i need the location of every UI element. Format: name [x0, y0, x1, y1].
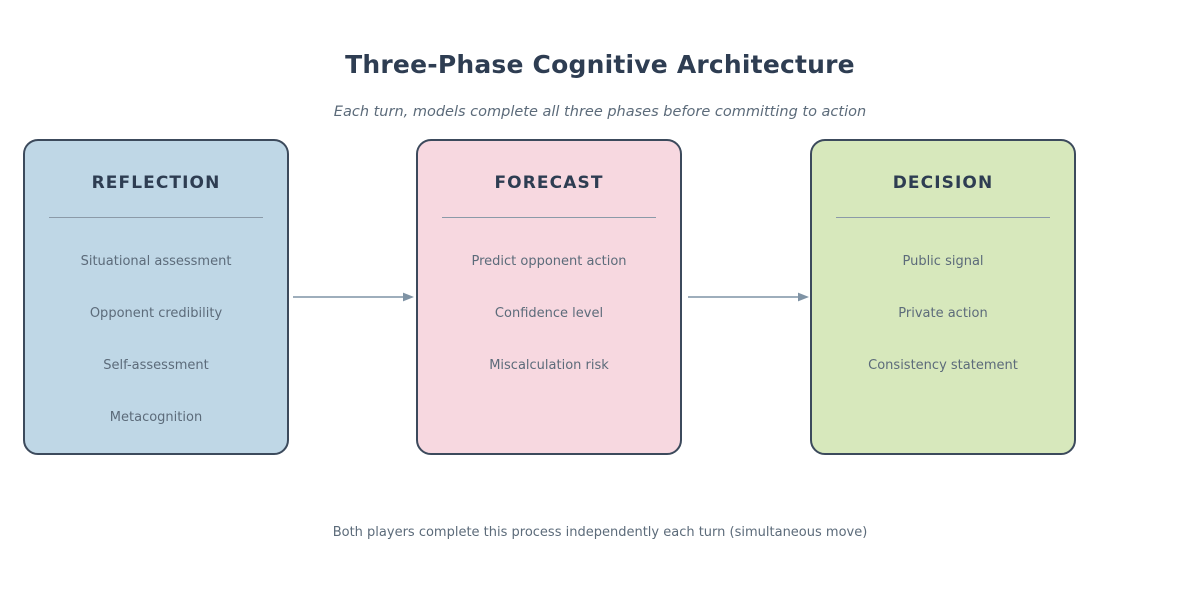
arrow-reflection-to-forecast: [293, 292, 414, 302]
phase-heading-forecast: FORECAST: [494, 173, 604, 193]
page-title: Three-Phase Cognitive Architecture: [345, 50, 855, 79]
arrow-forecast-to-decision: [688, 292, 809, 302]
phase-item-list: Predict opponent action Confidence level…: [418, 236, 680, 392]
phase-box-reflection: REFLECTION Situational assessment Oppone…: [23, 139, 289, 455]
phase-item: Opponent credibility: [89, 306, 223, 321]
phase-divider: [49, 217, 263, 218]
phase-item: Consistency statement: [868, 358, 1018, 373]
phase-item: Predict opponent action: [471, 254, 627, 269]
phase-item: Miscalculation risk: [489, 358, 609, 373]
phase-item: Confidence level: [494, 306, 604, 321]
phase-item: Situational assessment: [80, 254, 232, 269]
phase-item: Self-assessment: [103, 358, 209, 373]
footer-note: Both players complete this process indep…: [332, 525, 868, 540]
phase-item: Private action: [898, 306, 988, 321]
phase-divider: [442, 217, 656, 218]
phase-item-list: Public signal Private action Consistency…: [812, 236, 1074, 392]
phase-box-forecast: FORECAST Predict opponent action Confide…: [416, 139, 682, 455]
phase-divider: [836, 217, 1050, 218]
phase-item: Metacognition: [109, 410, 203, 425]
phase-box-decision: DECISION Public signal Private action Co…: [810, 139, 1076, 455]
page-subtitle: Each turn, models complete all three pha…: [333, 104, 867, 120]
phase-heading-reflection: REFLECTION: [91, 173, 221, 193]
phase-item: Public signal: [902, 254, 984, 269]
phase-item-list: Situational assessment Opponent credibil…: [25, 236, 287, 444]
phase-heading-decision: DECISION: [892, 173, 994, 193]
